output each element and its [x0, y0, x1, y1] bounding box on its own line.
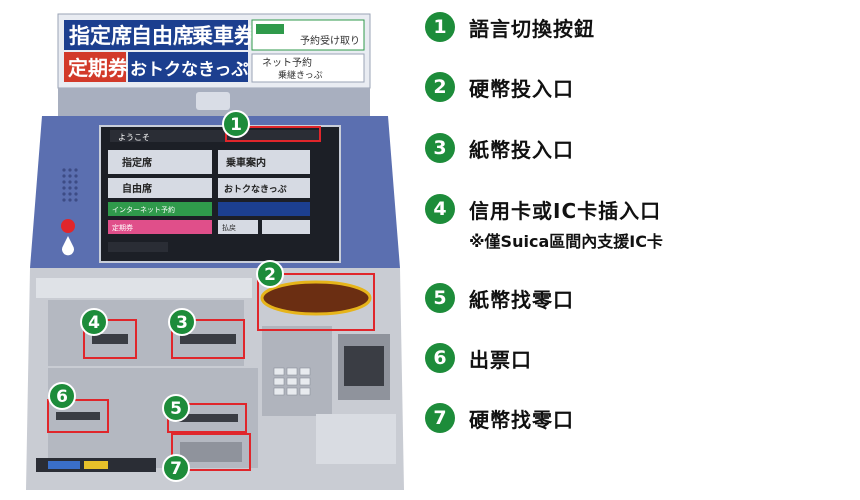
- callout-1: 1: [222, 110, 250, 138]
- svg-text:2: 2: [264, 265, 276, 285]
- side-panel-green-tag: [256, 24, 284, 34]
- screen-small-button-4[interactable]: [218, 220, 258, 234]
- side-panel-text-3: 乗継きっぷ: [278, 69, 323, 81]
- screen-small-button-4-label: 払戻: [222, 223, 236, 232]
- svg-text:3: 3: [176, 313, 188, 333]
- coin-tray[interactable]: [260, 280, 372, 316]
- legend-text-3: 紙幣投入口: [469, 137, 574, 162]
- screen-small-button-1[interactable]: [108, 202, 212, 216]
- ticket-machine-illustration: 指定席 自由席 乗車券 定期券 おトクなきっぷ 予約受け取り ネット予約 乗継き…: [26, 13, 404, 490]
- bill-change-slot: [176, 414, 238, 422]
- ticket-exit-highlight[interactable]: [47, 399, 109, 433]
- call-button-icon[interactable]: [61, 219, 75, 233]
- header-label-2: 自由席: [131, 24, 194, 48]
- callout-5: 5: [162, 394, 190, 422]
- ticket-exit-slot: [56, 412, 100, 420]
- drop-icon: [62, 236, 74, 256]
- bottom-blue-tag: [48, 461, 80, 469]
- camera-window: [196, 92, 230, 110]
- screen-button-2-label: 乗車案内: [225, 156, 266, 169]
- legend-item-7: 7 硬幣找零口: [425, 403, 574, 433]
- side-panel-text-2: ネット予約: [262, 56, 312, 69]
- keypad-icon[interactable]: [273, 367, 311, 396]
- card-note-panel: [48, 300, 244, 366]
- side-panel-text-1: 予約受け取り: [300, 34, 360, 47]
- header-blue-box: [128, 52, 248, 82]
- screen-small-button-2[interactable]: [218, 202, 310, 216]
- lower-top-ledge: [36, 278, 252, 298]
- legend-number-7: 7: [425, 403, 455, 433]
- coin-change-highlight[interactable]: [171, 433, 251, 471]
- change-tray: [316, 414, 396, 464]
- screen-button-1[interactable]: [108, 150, 212, 174]
- legend-item-1: 1 語言切換按鈕: [425, 12, 595, 42]
- legend-text-6: 出票口: [469, 347, 532, 372]
- svg-text:6: 6: [56, 387, 68, 407]
- screen-small-button-3[interactable]: [108, 220, 212, 234]
- screen-button-3-label: 自由席: [122, 182, 152, 195]
- screen-button-4[interactable]: [218, 178, 310, 198]
- svg-text:1: 1: [230, 115, 242, 135]
- callout-6: 6: [48, 382, 76, 410]
- legend-number-5: 5: [425, 283, 455, 313]
- screen-button-1-label: 指定席: [122, 156, 152, 169]
- legend-number-6: 6: [425, 343, 455, 373]
- svg-text:4: 4: [88, 313, 100, 333]
- coin-slot-highlight[interactable]: [257, 273, 375, 331]
- legend-number-2: 2: [425, 72, 455, 102]
- coin-change-slot: [180, 442, 242, 462]
- legend: 1 語言切換按鈕 2 硬幣投入口 3 紙幣投入口 4 信用卡或IC卡插入口 ※僅…: [425, 0, 855, 500]
- legend-item-4: 4 信用卡或IC卡插入口: [425, 194, 661, 224]
- legend-number-4: 4: [425, 194, 455, 224]
- header-red-box: [64, 52, 126, 82]
- svg-text:5: 5: [170, 399, 182, 419]
- legend-text-1: 語言切換按鈕: [469, 16, 595, 41]
- screen-footer: [108, 242, 168, 252]
- screen-button-4-label: おトクなきっぷ: [224, 184, 287, 195]
- screen-title-bar: [110, 130, 320, 142]
- legend-text-2: 硬幣投入口: [469, 76, 574, 101]
- legend-text-7: 硬幣找零口: [469, 407, 574, 432]
- legend-text-4: 信用卡或IC卡插入口: [469, 198, 662, 223]
- header-label-3: 乗車券: [192, 24, 256, 48]
- legend-number-1: 1: [425, 12, 455, 42]
- svg-text:7: 7: [170, 459, 182, 479]
- legend-item-3: 3 紙幣投入口: [425, 133, 574, 163]
- side-panel-bottom: [251, 53, 365, 83]
- card-slot: [92, 334, 128, 344]
- legend-note: ※僅Suica區間內支援IC卡: [469, 232, 663, 251]
- legend-item-2: 2 硬幣投入口: [425, 72, 574, 102]
- language-button-highlight[interactable]: [225, 126, 321, 142]
- legend-item-5: 5 紙幣找零口: [425, 283, 574, 313]
- header-label-1: 指定席: [69, 24, 132, 48]
- receipt-window: [344, 346, 384, 386]
- header-blue-strip: [64, 20, 248, 50]
- screen-small-button-3-label: 定期券: [112, 223, 133, 232]
- screen-button-2[interactable]: [218, 150, 310, 174]
- screen-title: ようこそ: [118, 133, 150, 142]
- bill-slot-highlight[interactable]: [171, 319, 245, 359]
- speaker-grille: [62, 168, 78, 202]
- legend-text-5: 紙幣找零口: [469, 287, 574, 312]
- bottom-yellow-tag: [84, 461, 108, 469]
- legend-item-6: 6 出票口: [425, 343, 532, 373]
- header-label-5: おトクなきっぷ: [130, 60, 248, 80]
- callout-4: 4: [80, 308, 108, 336]
- bill-slot: [180, 334, 236, 344]
- callout-7: 7: [162, 454, 190, 482]
- legend-number-3: 3: [425, 133, 455, 163]
- callout-3: 3: [168, 308, 196, 336]
- screen-button-3[interactable]: [108, 178, 212, 198]
- header-label-4: 定期券: [68, 56, 129, 80]
- callout-2: 2: [256, 260, 284, 288]
- screen-small-button-5[interactable]: [262, 220, 310, 234]
- card-slot-highlight[interactable]: [83, 319, 137, 359]
- screen-small-button-1-label: インターネット予約: [112, 205, 175, 214]
